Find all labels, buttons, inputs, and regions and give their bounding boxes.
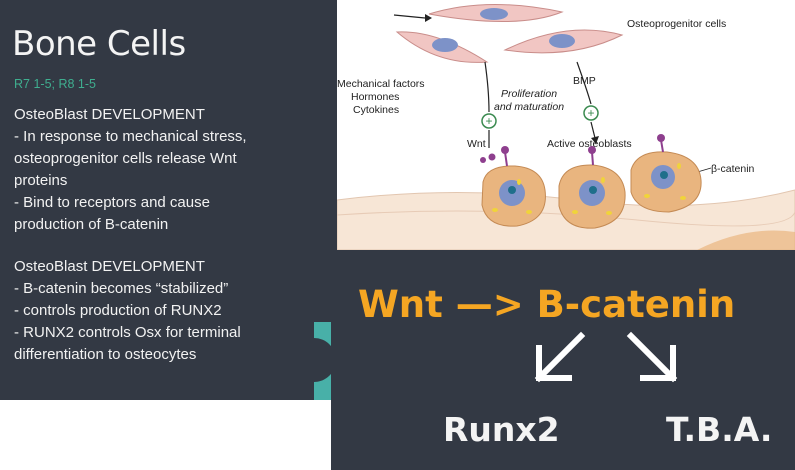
block1-line: production of B-catenin	[14, 216, 169, 233]
slide-subtitle: R7 1-5; R8 1-5	[14, 77, 96, 91]
active-osteoblasts-label: Active osteoblasts	[547, 138, 632, 150]
block2-line: - controls production of RUNX2	[14, 302, 222, 319]
osteoprogenitor-cell	[503, 29, 624, 54]
tba-label: T.B.A.	[666, 410, 773, 449]
arrowhead	[591, 136, 599, 144]
bmp-label: BMP	[573, 75, 596, 87]
svg-text:+: +	[587, 106, 594, 120]
beta-catenin-label: β-catenin	[711, 163, 755, 175]
arrow	[484, 61, 490, 113]
block2-line: differentiation to osteocytes	[14, 346, 197, 363]
arrow-down-left-icon	[534, 331, 586, 383]
osteoblast-diagram: + + Osteoprogenitor cells Mechanical fac…	[337, 4, 795, 250]
mechanical-label: Mechanical factors	[337, 78, 425, 90]
active-osteoblast	[481, 146, 546, 227]
block1-line: proteins	[14, 172, 68, 189]
active-osteoblast	[558, 146, 626, 229]
block1-line: osteoprogenitor cells release Wnt	[14, 150, 237, 167]
active-osteoblast	[630, 134, 702, 213]
tissue-line	[337, 210, 795, 227]
wnt-pathway-panel: Wnt —> B-catenin Runx2 T.B.A.	[331, 250, 795, 470]
block1-line: - Bind to receptors and cause	[14, 194, 210, 211]
pathway-arrows	[534, 331, 678, 383]
osteoblast-figure: + + Osteoprogenitor cells Mechanical fac…	[337, 0, 795, 250]
osteoprogenitor-cell	[428, 4, 564, 22]
block2-line: - B-catenin becomes “stabilized”	[14, 280, 229, 297]
arrow	[590, 121, 596, 139]
block2-heading: OsteoBlast DEVELOPMENT	[14, 258, 205, 275]
tissue-edge	[697, 230, 795, 250]
teal-accent-notch	[314, 338, 336, 382]
development-block-2: OsteoBlast DEVELOPMENT - B-catenin becom…	[14, 256, 241, 366]
arrow	[576, 61, 592, 105]
block1-line: - In response to mechanical stress,	[14, 128, 247, 145]
wnt-protein	[488, 153, 496, 161]
wnt-bcatenin-heading: Wnt —> B-catenin	[358, 283, 736, 326]
runx2-label: Runx2	[443, 410, 560, 449]
proliferation-label: Proliferation	[501, 88, 557, 100]
wnt-protein	[480, 157, 486, 163]
wnt-label: Wnt	[467, 138, 486, 150]
arrow	[393, 14, 426, 19]
left-slide-panel: Bone Cells R7 1-5; R8 1-5 OsteoBlast DEV…	[0, 0, 337, 400]
osteoprogenitor-label: Osteoprogenitor cells	[627, 18, 726, 30]
osteoprogenitor-cell	[395, 31, 489, 63]
plus-circle: +	[481, 113, 497, 129]
hormones-label: Hormones	[351, 91, 399, 103]
maturation-label: and maturation	[494, 101, 564, 113]
plus-circle: +	[583, 105, 599, 121]
svg-text:+: +	[485, 114, 492, 128]
block2-line: - RUNX2 controls Osx for terminal	[14, 324, 241, 341]
slide-title: Bone Cells	[12, 24, 186, 64]
development-block-1: OsteoBlast DEVELOPMENT - In response to …	[14, 104, 247, 236]
arrow-down-right-icon	[626, 331, 678, 383]
block1-heading: OsteoBlast DEVELOPMENT	[14, 106, 205, 123]
cytokines-label: Cytokines	[353, 104, 399, 116]
arrowhead	[425, 14, 432, 22]
